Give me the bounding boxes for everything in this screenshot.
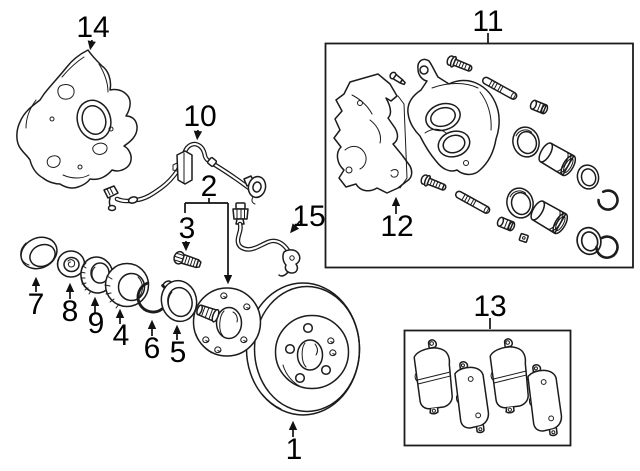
- callout-8: 8: [62, 295, 79, 328]
- callout-10: 10: [183, 100, 216, 133]
- callout-labels: 1 2 3 4 5 6 7 8 9 10 11 12 13 14 15: [28, 5, 507, 466]
- caliper-assembly-box: [324, 42, 634, 269]
- caliper-body-drawing: [407, 58, 500, 176]
- grease-cap-drawing: [20, 236, 58, 270]
- callout-leaders: [31, 33, 491, 437]
- brake-pad-outer-right: [489, 338, 529, 414]
- pad-clip-drawing: [518, 232, 529, 243]
- wire-bracket: [172, 150, 193, 185]
- brake-pad-inner-right: [527, 364, 563, 437]
- leader-15: [290, 220, 301, 234]
- brake-pad-outer-left: [413, 339, 453, 415]
- leader-10: [193, 129, 203, 141]
- dust-shield-drawing: [16, 49, 138, 189]
- set-ring-lower: [595, 235, 619, 259]
- callout-2: 2: [201, 170, 218, 203]
- bleeder-screw-drawing: [389, 71, 406, 86]
- brake-pads-box: [403, 329, 572, 447]
- callout-3: 3: [179, 212, 196, 245]
- abs-sensor-wire-drawing: [103, 141, 267, 212]
- callout-11: 11: [472, 5, 503, 38]
- leader-14: [87, 39, 96, 51]
- caliper-mount-bracket-drawing: [333, 73, 413, 194]
- hose-fitting: [232, 202, 249, 225]
- callout-9: 9: [88, 307, 105, 340]
- seal-drawing: [160, 279, 198, 323]
- brake-hose-drawing: [232, 202, 301, 277]
- brake-rotor-drawing: [245, 282, 361, 416]
- leader-2-bracket: [184, 198, 228, 213]
- hose-end-clip: [278, 249, 301, 277]
- spindle-stub-drawing: [196, 304, 220, 323]
- callout-12: 12: [380, 210, 413, 243]
- callout-5: 5: [170, 336, 187, 369]
- brake-pad-inner-left: [454, 361, 490, 434]
- hub-bolt-drawing: [173, 250, 202, 269]
- callout-1: 1: [286, 433, 303, 466]
- callout-15: 15: [292, 200, 325, 233]
- wire-connector: [103, 185, 119, 212]
- callout-13: 13: [473, 290, 506, 323]
- hub-assembly-drawing: [192, 287, 262, 357]
- abs-sensor-head: [243, 175, 267, 205]
- callout-7: 7: [28, 288, 45, 321]
- set-ring-upper: [597, 189, 619, 211]
- callout-6: 6: [144, 332, 161, 365]
- callout-14: 14: [76, 11, 109, 44]
- callout-4: 4: [113, 319, 130, 352]
